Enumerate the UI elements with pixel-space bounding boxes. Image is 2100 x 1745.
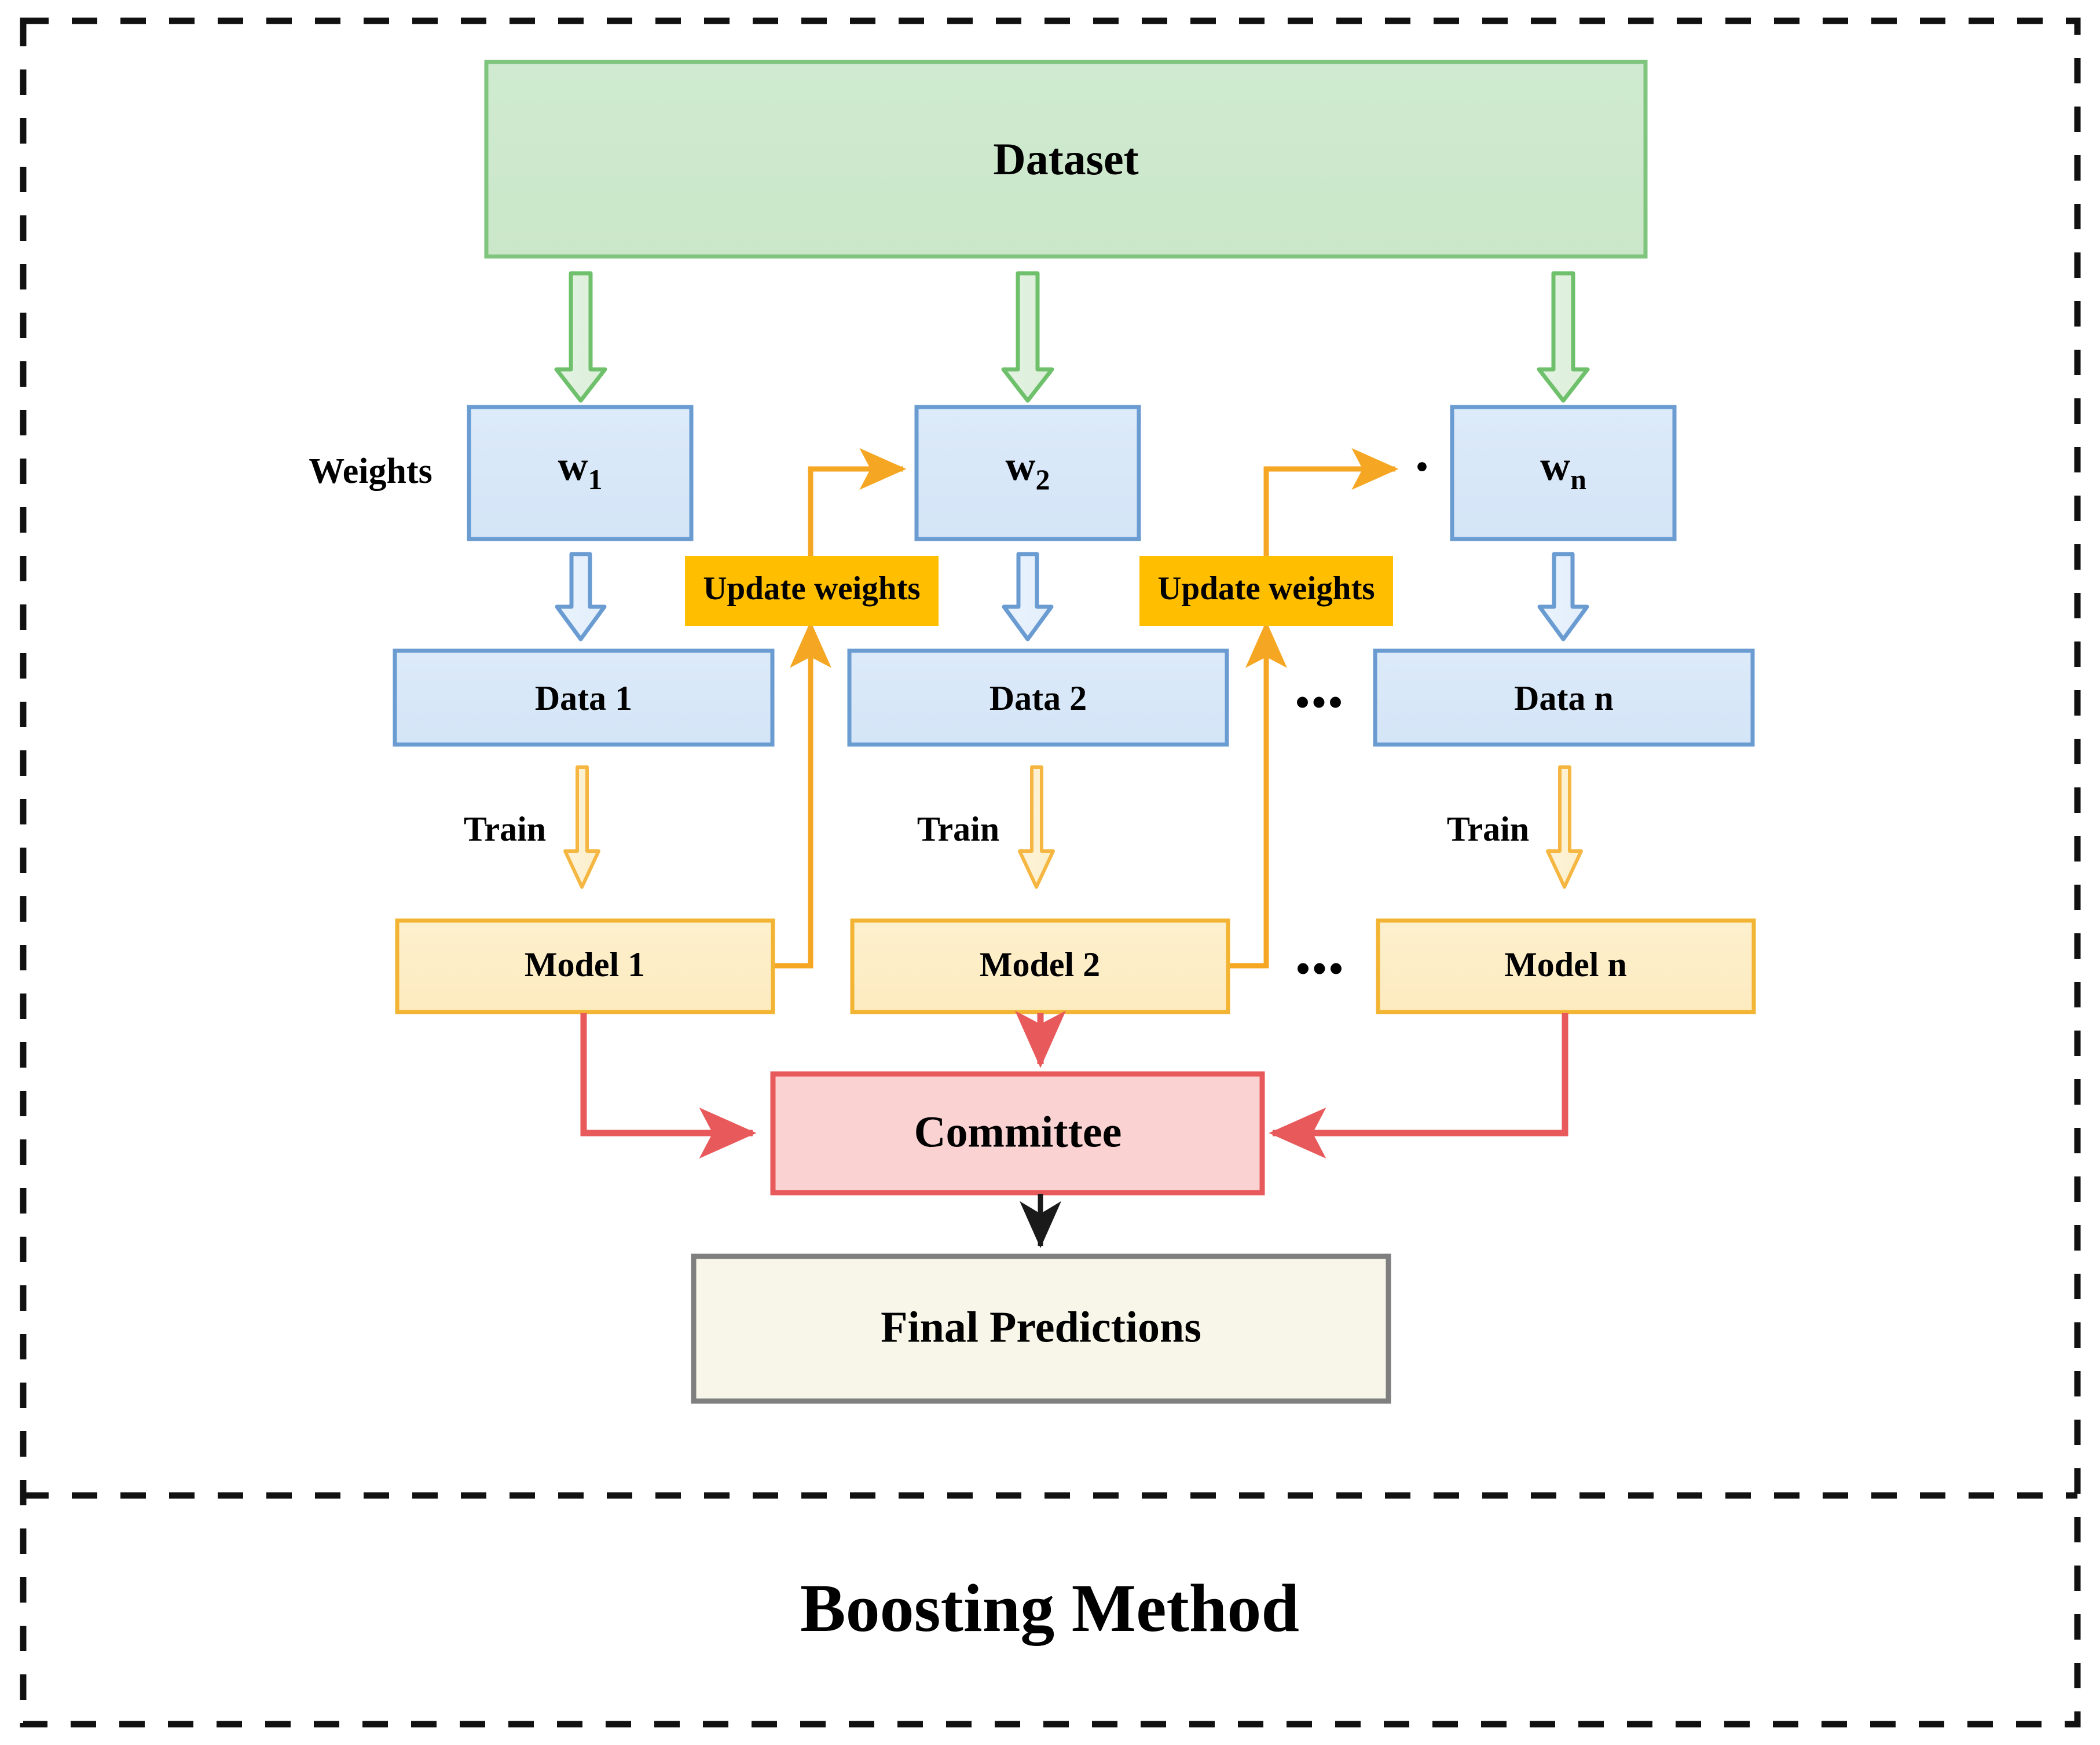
w1-label: w1 [558,443,603,496]
weight-node-w2[interactable]: w2 [914,405,1141,541]
committee-label: Committee [914,1108,1122,1156]
weights-row-ellipsis-dot: • [1416,448,1428,485]
committee-node[interactable]: Committee [770,1071,1265,1196]
weights-row-label: Weights [309,452,433,491]
train-arrow-n [1546,765,1583,889]
train-arrow-1 [563,765,600,889]
dataset-label: Dataset [993,134,1138,184]
orange-path-model2-to-update2 [1229,621,1287,969]
green-arrow-to-w2 [1001,271,1054,403]
w2-label: w2 [1006,443,1050,496]
figure-caption: Boosting Method [800,1570,1299,1646]
red-path-model1-to-committee [580,1013,757,1159]
wn-box [1450,405,1677,541]
modeln-box [1376,918,1756,1014]
data-node-2[interactable]: Data 2 [847,648,1229,747]
red-path-modeln-to-committee [1269,1013,1568,1159]
model2-label: Model 2 [980,945,1100,984]
data2-label: Data 2 [989,679,1087,717]
orange-path-update1-to-w2 [808,448,907,573]
data1-label: Data 1 [535,679,632,717]
datan-label: Data n [1514,679,1614,717]
train-label-1: Train [464,810,546,848]
datan-box [1373,648,1755,747]
update-weights-box-2 [1139,556,1393,626]
update-weights-node-1[interactable]: Update weights [685,556,939,626]
modeln-label: Model n [1504,945,1627,984]
data-row-ellipsis: ••• [1295,680,1345,725]
weight-node-wn[interactable]: wn [1450,405,1677,541]
w2-box [914,405,1141,541]
green-arrow-to-wn [1537,271,1590,403]
weight-node-w1[interactable]: w1 [467,405,694,541]
model1-label: Model 1 [525,945,645,984]
update-weights-label-2: Update weights [1157,570,1375,607]
outer-dashed-frame [20,17,2081,1728]
w1-box [467,405,694,541]
final-predictions-label: Final Predictions [881,1303,1201,1351]
train-arrow-2 [1018,765,1055,889]
model-node-1[interactable]: Model 1 [395,918,775,1014]
final-predictions-box [691,1253,1391,1404]
update-weights-label-1: Update weights [703,570,920,607]
dataset-node[interactable]: Dataset [484,60,1648,259]
orange-path-model1-to-update1 [773,621,831,969]
model-row-ellipsis: ••• [1296,947,1346,991]
blue-arrow-wn-to-datan [1537,552,1589,641]
data-node-n[interactable]: Data n [1373,648,1755,747]
orange-path-update2-to-wn [1263,448,1399,573]
model2-box [850,918,1230,1014]
wn-label: wn [1540,443,1586,496]
blue-arrow-w2-to-data2 [1002,552,1054,641]
model-node-2[interactable]: Model 2 [850,918,1230,1014]
update-weights-box-1 [685,556,939,626]
train-label-2: Train [917,810,999,848]
model1-box [395,918,775,1014]
train-label-n: Train [1447,810,1529,848]
model-node-n[interactable]: Model n [1376,918,1756,1014]
update-weights-node-2[interactable]: Update weights [1139,556,1393,626]
data1-box [393,648,775,747]
blue-arrow-w1-to-data1 [555,552,607,641]
final-predictions-node[interactable]: Final Predictions [691,1253,1391,1404]
data2-box [847,648,1229,747]
data-node-1[interactable]: Data 1 [393,648,775,747]
green-arrow-to-w1 [554,271,607,403]
dataset-box [484,60,1648,259]
committee-box [770,1071,1265,1196]
